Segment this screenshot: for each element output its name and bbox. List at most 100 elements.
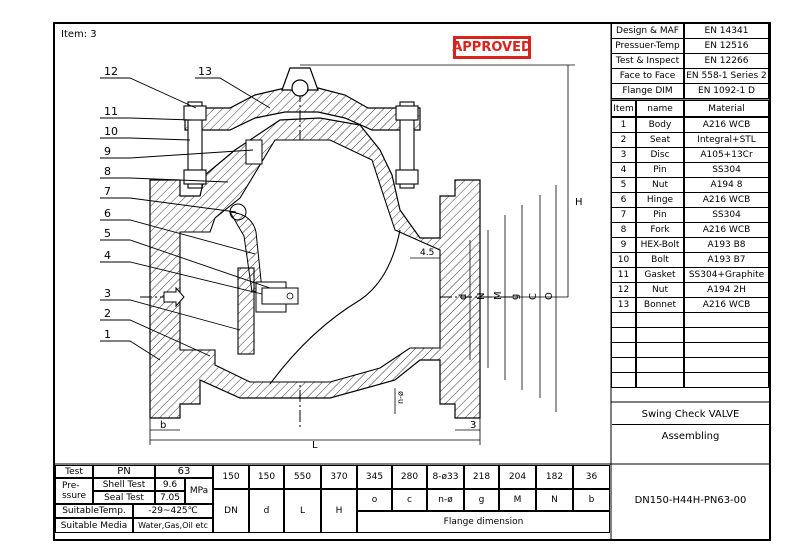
dim-value: 370	[321, 465, 357, 489]
part-name: Bonnet	[636, 297, 684, 313]
callout-10: 10	[104, 125, 118, 138]
dim-symbol: g	[464, 489, 499, 511]
dim-symbol: H	[321, 489, 357, 533]
standard-label: Design & MAF	[611, 23, 684, 39]
part-empty-row	[611, 327, 636, 343]
dim-value: 182	[536, 465, 573, 489]
part-empty-row	[684, 372, 769, 388]
temp-label: SuitableTemp.	[55, 504, 133, 518]
dim-d: d	[458, 294, 469, 300]
part-item: 3	[611, 147, 636, 163]
part-empty-row	[636, 342, 684, 358]
standard-value: EN 12516	[684, 38, 769, 54]
part-empty-row	[684, 342, 769, 358]
part-name: Fork	[636, 222, 684, 238]
part-empty-row	[611, 342, 636, 358]
part-name: Gasket	[636, 267, 684, 283]
part-material: SS304	[684, 207, 769, 223]
part-empty-row	[684, 327, 769, 343]
part-material: A216 WCB	[684, 192, 769, 208]
dim-value: 204	[499, 465, 536, 489]
part-name: Disc	[636, 147, 684, 163]
item-label: Item: 3	[61, 29, 97, 40]
dim-value: 36	[573, 465, 610, 489]
pn-value: 63	[155, 465, 213, 478]
dim-value: 550	[284, 465, 321, 489]
dim-symbol: DN	[213, 489, 249, 533]
bonnet	[184, 87, 421, 131]
approved-stamp: APPROVED	[452, 36, 532, 59]
callout-8: 8	[104, 165, 111, 178]
part-name: Seat	[636, 132, 684, 148]
part-material: A193 B8	[684, 237, 769, 253]
part-material: SS304	[684, 162, 769, 178]
dim-symbol: d	[249, 489, 284, 533]
parts-header-name: name	[636, 100, 684, 117]
drawing-number: DN150-H44H-PN63-00	[634, 494, 747, 506]
dim-O: O	[544, 292, 555, 300]
callout-6: 6	[104, 207, 111, 220]
media-value: Water,Gas,Oil etc	[133, 518, 213, 533]
part-name: Pin	[636, 162, 684, 178]
part-empty-row	[684, 312, 769, 328]
flange-caption: Flange dimension	[357, 511, 610, 533]
callout-1: 1	[104, 328, 111, 341]
standard-label: Flange DIM	[611, 83, 684, 99]
part-name: Hinge	[636, 192, 684, 208]
pressure-label: Pre- ssure	[55, 478, 93, 504]
test-label: Test	[55, 465, 93, 478]
callout-13: 13	[198, 65, 212, 78]
dim-value: 345	[357, 465, 392, 489]
part-item: 4	[611, 162, 636, 178]
part-material: A216 WCB	[684, 297, 769, 313]
standard-label: Test & Inspect	[611, 53, 684, 69]
pressure-unit: MPa	[185, 478, 213, 504]
part-empty-row	[611, 357, 636, 373]
dim-symbol: M	[499, 489, 536, 511]
part-name: Pin	[636, 207, 684, 223]
part-item: 9	[611, 237, 636, 253]
dim-symbol: L	[284, 489, 321, 533]
title-sub: Assembling	[661, 430, 720, 442]
callout-3: 3	[104, 287, 111, 300]
part-material: A194 2H	[684, 282, 769, 298]
standard-label: Pressuer-Temp	[611, 38, 684, 54]
title-name: Swing Check VALVE	[612, 405, 769, 425]
part-empty-row	[636, 357, 684, 373]
part-empty-row	[636, 327, 684, 343]
dim-symbol: b	[573, 489, 610, 511]
part-material: Integral+STL	[684, 132, 769, 148]
dim-M: M	[493, 291, 504, 300]
dim-C: C	[528, 293, 539, 300]
standard-value: EN 12266	[684, 53, 769, 69]
part-empty-row	[636, 312, 684, 328]
shell-value: 9.6	[155, 478, 185, 491]
standard-value: EN 558-1 Series 2	[684, 68, 769, 84]
part-empty-row	[684, 357, 769, 373]
dim-value: 150	[249, 465, 284, 489]
standard-label: Face to Face	[611, 68, 684, 84]
part-name: Nut	[636, 177, 684, 193]
shell-label: Shell Test	[93, 478, 155, 491]
dim-b: b	[160, 420, 166, 431]
part-empty-row	[636, 372, 684, 388]
temp-value: -29~425℃	[133, 504, 213, 518]
part-name: Body	[636, 117, 684, 133]
part-material: A216 WCB	[684, 222, 769, 238]
part-item: 2	[611, 132, 636, 148]
dim-b2: 3	[470, 420, 476, 431]
standard-value: EN 1092-1 D	[684, 83, 769, 99]
dim-value: 280	[392, 465, 427, 489]
dim-symbol: o	[357, 489, 392, 511]
part-name: HEX-Bolt	[636, 237, 684, 253]
callout-12: 12	[104, 65, 118, 78]
parts-header-material: Material	[684, 100, 769, 117]
callout-7: 7	[104, 185, 111, 198]
dim-value: 150	[213, 465, 249, 489]
parts-header-item: Item	[611, 100, 636, 117]
part-material: A216 WCB	[684, 117, 769, 133]
dim-value: 8-ø33	[427, 465, 464, 489]
part-empty-row	[611, 372, 636, 388]
seal-label: Seal Test	[93, 491, 155, 504]
dim-symbol: n-ø	[427, 489, 464, 511]
